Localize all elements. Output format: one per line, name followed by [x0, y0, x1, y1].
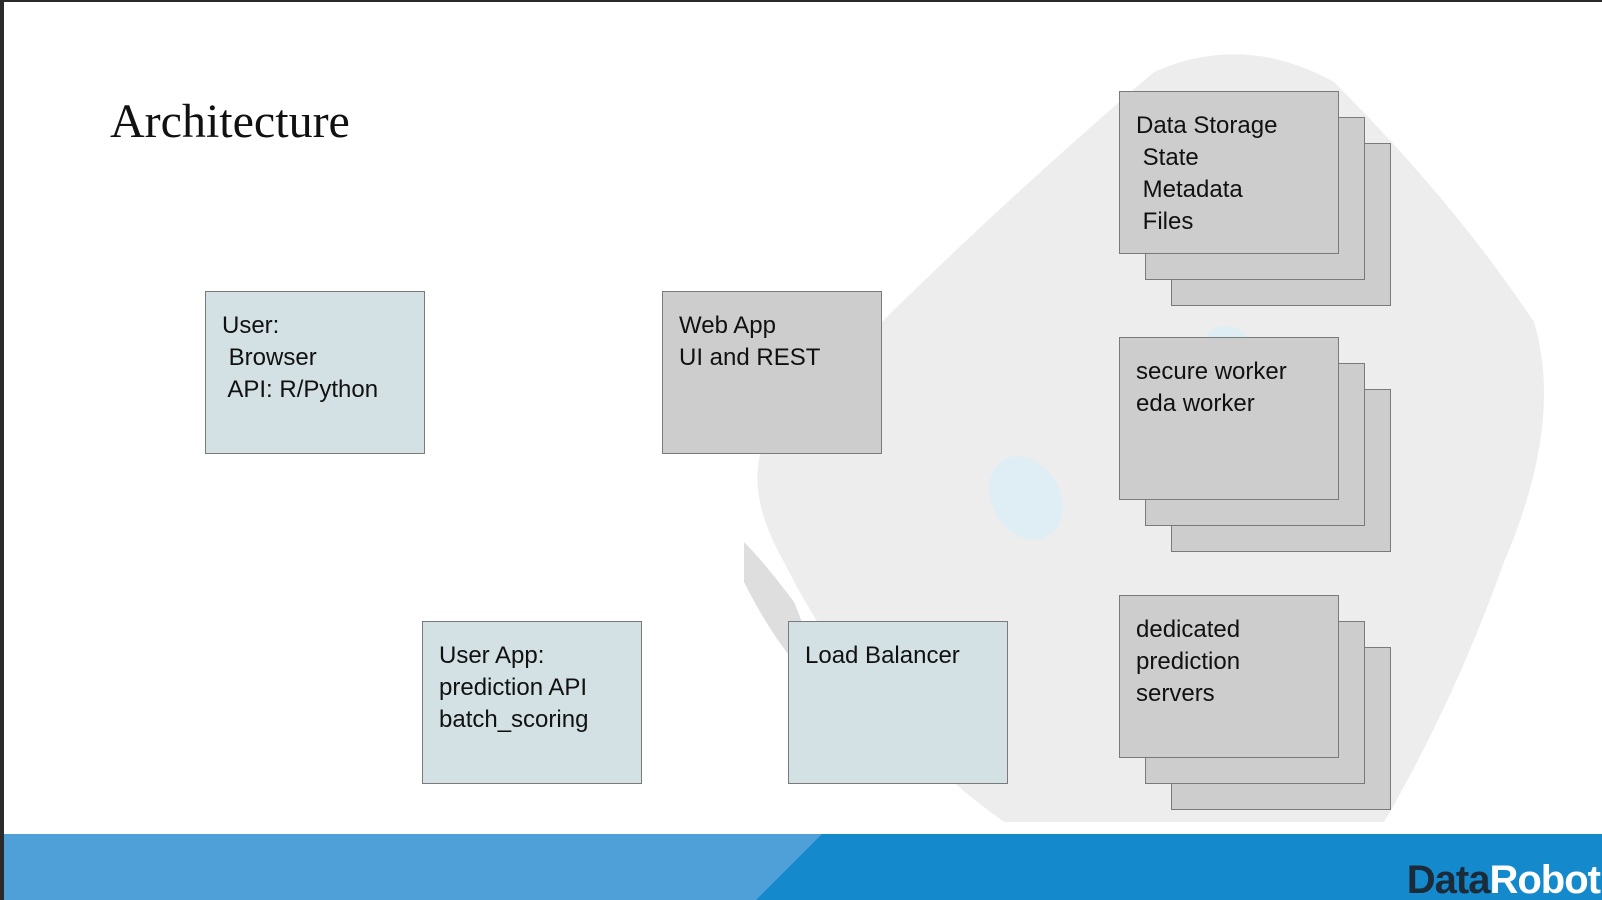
slide: Architecture User: Browser API: R/Python… — [4, 2, 1602, 900]
prediction-servers-box: dedicated prediction servers — [1119, 595, 1339, 758]
logo-text-data: Data — [1406, 858, 1491, 900]
datarobot-logo: DataRobot — [1406, 858, 1601, 900]
footer-band — [4, 834, 1602, 900]
page-title: Architecture — [110, 95, 350, 148]
workers-box: secure worker eda worker — [1119, 337, 1339, 500]
user-box: User: Browser API: R/Python — [205, 291, 425, 454]
load-balancer-box: Load Balancer — [788, 621, 1008, 784]
web-app-box: Web App UI and REST — [662, 291, 882, 454]
user-app-box: User App: prediction API batch_scoring — [422, 621, 642, 784]
logo-text-robot: Robot — [1489, 858, 1601, 900]
data-storage-box: Data Storage State Metadata Files — [1119, 91, 1339, 254]
